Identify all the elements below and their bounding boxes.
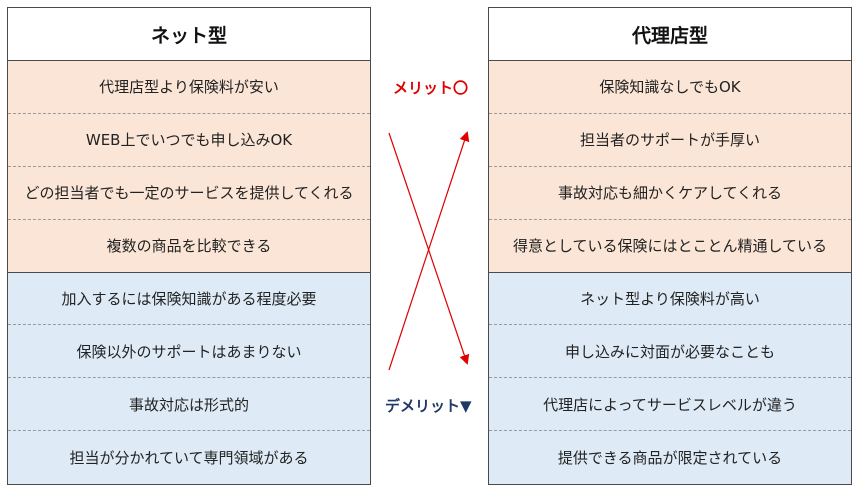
- net-type-header: ネット型: [8, 8, 370, 61]
- agency-demerit-row: 代理店によってサービスレベルが違う: [489, 378, 851, 432]
- agency-demerit-row: 申し込みに対面が必要なことも: [489, 325, 851, 379]
- demerit-label: デメリット▼: [385, 397, 472, 415]
- net-demerit-row: 担当が分かれていて専門領域がある: [8, 431, 370, 485]
- arrow-down-right: [388, 132, 470, 365]
- merit-label: メリット〇: [393, 79, 469, 97]
- agency-demerit-row: 提供できる商品が限定されている: [489, 431, 851, 485]
- agency-demerit-row: ネット型より保険料が高い: [489, 272, 851, 326]
- net-merit-row: WEB上でいつでも申し込みOK: [8, 113, 370, 167]
- agency-merit-row: 得意としている保険にはとことん精通している: [489, 219, 851, 273]
- agency-merit-row: 保険知識なしでもOK: [489, 61, 851, 114]
- net-merit-row: どの担当者でも一定のサービスを提供してくれる: [8, 166, 370, 220]
- agency-type-header: 代理店型: [489, 8, 851, 61]
- net-demerit-row: 加入するには保険知識がある程度必要: [8, 272, 370, 326]
- agency-merit-row: 事故対応も細かくケアしてくれる: [489, 166, 851, 220]
- net-demerit-row: 保険以外のサポートはあまりない: [8, 325, 370, 379]
- arrow-up-right: [388, 131, 470, 371]
- agency-type-column: 代理店型 保険知識なしでもOK 担当者のサポートが手厚い 事故対応も細かくケアし…: [488, 7, 852, 485]
- agency-merit-row: 担当者のサポートが手厚い: [489, 113, 851, 167]
- net-demerit-row: 事故対応は形式的: [8, 378, 370, 432]
- net-merit-row: 複数の商品を比較できる: [8, 219, 370, 273]
- net-merit-row: 代理店型より保険料が安い: [8, 61, 370, 114]
- net-type-column: ネット型 代理店型より保険料が安い WEB上でいつでも申し込みOK どの担当者で…: [7, 7, 371, 485]
